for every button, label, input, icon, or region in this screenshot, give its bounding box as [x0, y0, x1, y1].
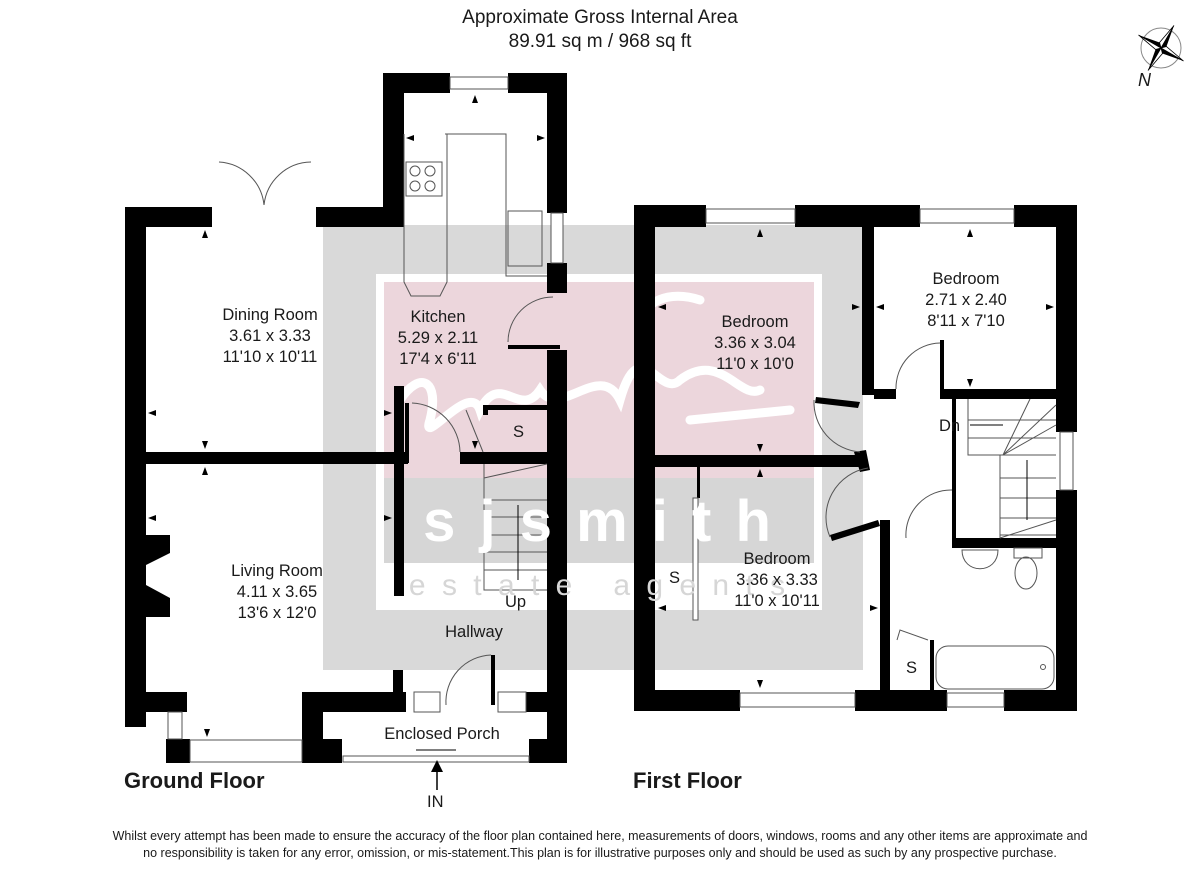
room-imperial: 11'10 x 10'11 — [222, 348, 318, 366]
room-name: Living Room — [231, 562, 323, 580]
title-line-1: Approximate Gross Internal Area — [462, 7, 738, 28]
room-imperial: 11'0 x 10'0 — [716, 355, 794, 373]
disclaimer-line-2: no responsibility is taken for any error… — [143, 846, 1057, 860]
room-name: Bedroom — [721, 313, 789, 331]
title-line-2: 89.91 sq m / 968 sq ft — [508, 31, 692, 52]
watermark-tagline-text: e s t a t e a g e n t s — [408, 569, 790, 602]
compass-rose-icon — [1138, 25, 1184, 71]
room-imperial: 13'6 x 12'0 — [237, 604, 317, 622]
stairs-up-label: Up — [505, 593, 527, 611]
room-name: Hallway — [445, 623, 503, 641]
room-metric: 5.29 x 2.11 — [397, 329, 479, 347]
disclaimer-line-1: Whilst every attempt has been made to en… — [112, 829, 1088, 843]
disclaimer: Whilst every attempt has been made to en… — [0, 828, 1200, 862]
first-floor-title: First Floor — [633, 768, 742, 793]
gross-internal-area-title: Approximate Gross Internal Area 89.91 sq… — [0, 6, 1200, 54]
room-metric: 3.36 x 3.33 — [736, 571, 818, 589]
room-name: Bedroom — [743, 550, 811, 568]
room-imperial: 8'11 x 7'10 — [927, 312, 1005, 330]
watermark-brand-text: s j s m i t h — [423, 489, 775, 554]
room-name: Enclosed Porch — [384, 725, 500, 743]
room-metric: 3.61 x 3.33 — [229, 327, 311, 345]
storage-label: S — [513, 423, 525, 441]
ground-floor-title: Ground Floor — [124, 768, 265, 793]
room-living-room: Living Room 4.11 x 3.65 13'6 x 12'0 — [231, 561, 323, 624]
room-name: Kitchen — [410, 308, 466, 326]
room-kitchen: Kitchen 5.29 x 2.11 17'4 x 6'11 — [398, 307, 478, 370]
room-name: Dining Room — [222, 306, 318, 324]
room-bedroom-1: Bedroom 3.36 x 3.04 11'0 x 10'0 — [714, 312, 796, 375]
room-enclosed-porch: Enclosed Porch — [384, 724, 500, 745]
room-metric: 2.71 x 2.40 — [925, 291, 1007, 309]
watermark-logo — [323, 225, 863, 670]
compass-north-label: N — [1138, 70, 1151, 90]
room-bedroom-3: Bedroom 3.36 x 3.33 11'0 x 10'11 — [734, 549, 820, 612]
storage-label-bedroom: S — [669, 569, 681, 587]
stairs-down-label: Dn — [939, 417, 961, 435]
room-dining-room: Dining Room 3.61 x 3.33 11'10 x 10'11 — [222, 305, 317, 368]
storage-label-landing: S — [906, 659, 918, 677]
room-metric: 3.36 x 3.04 — [714, 334, 796, 352]
room-imperial: 17'4 x 6'11 — [399, 350, 477, 368]
entrance-label: IN — [427, 793, 444, 811]
room-imperial: 11'0 x 10'11 — [734, 592, 820, 610]
room-metric: 4.11 x 3.65 — [236, 583, 318, 601]
room-hallway: Hallway — [445, 622, 503, 643]
room-name: Bedroom — [932, 270, 1000, 288]
room-bedroom-2: Bedroom 2.71 x 2.40 8'11 x 7'10 — [925, 269, 1007, 332]
